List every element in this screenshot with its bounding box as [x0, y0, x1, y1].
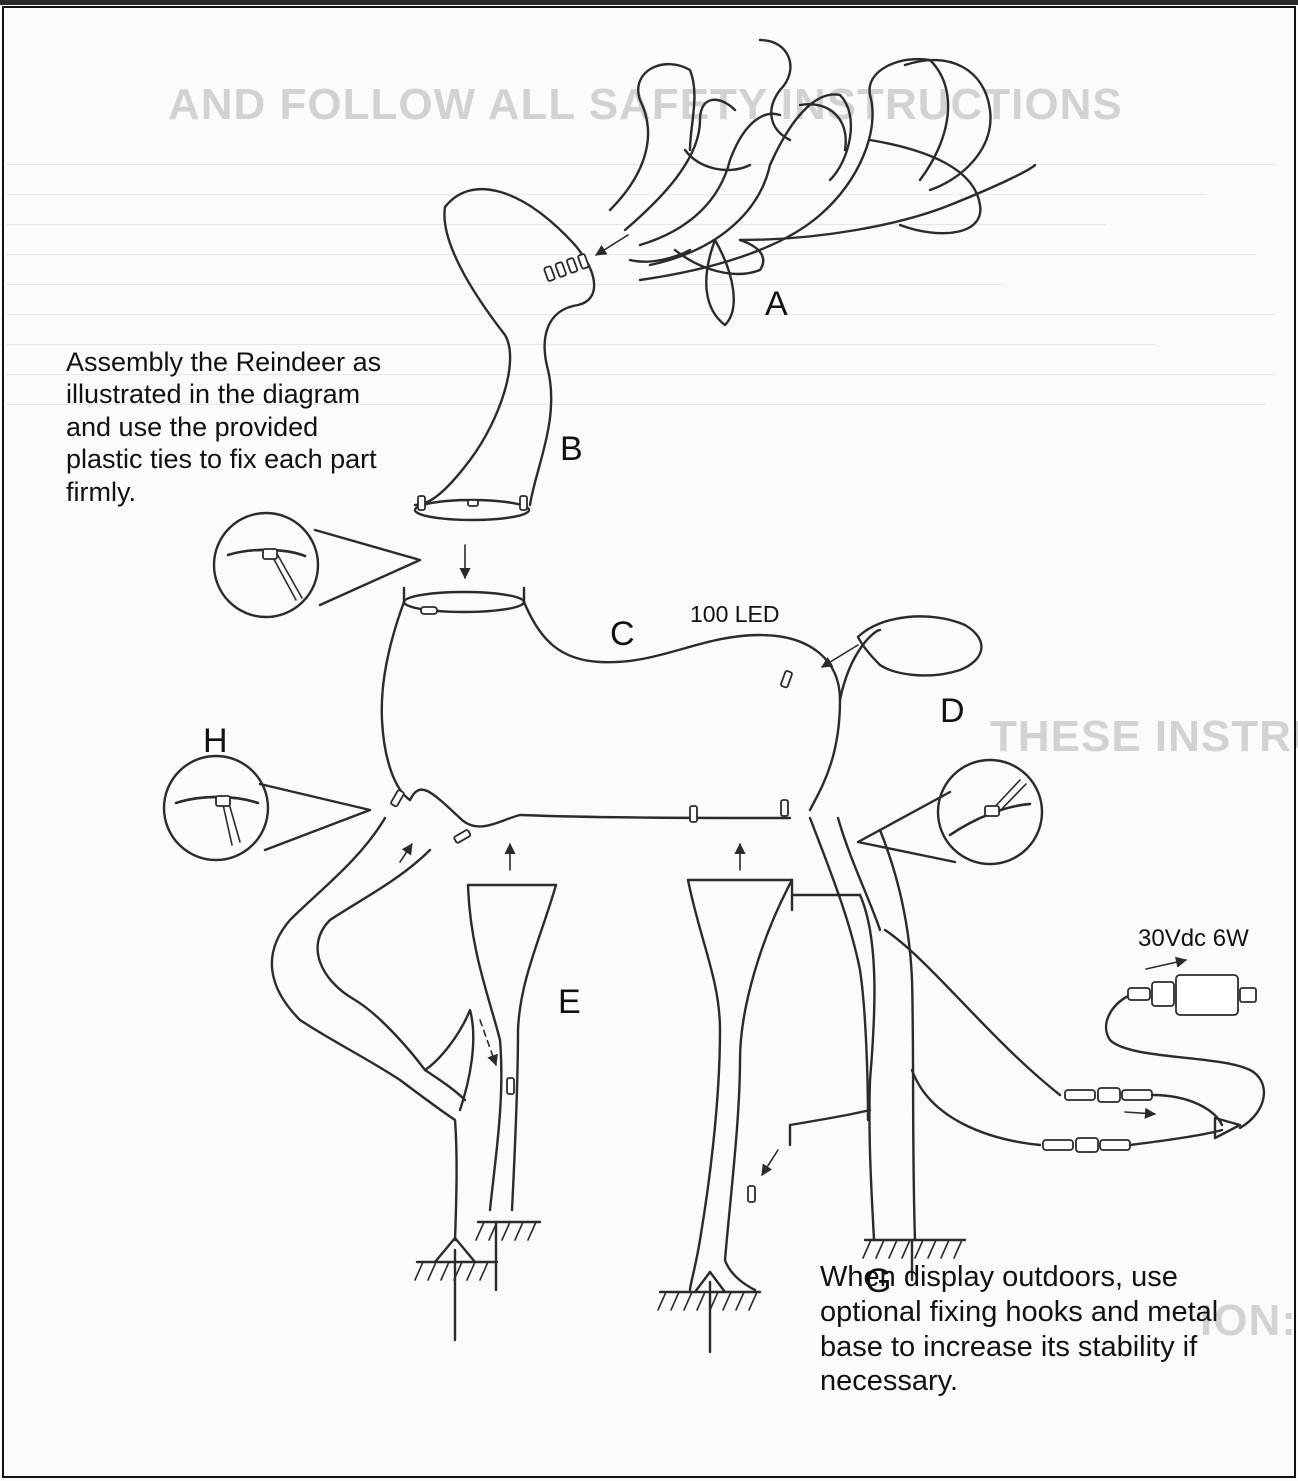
- zip-tie-callout-right: [858, 760, 1042, 864]
- assembly-note: Assembly the Reindeer as illustrated in …: [66, 346, 396, 508]
- front-legs-part-e-h: [272, 818, 556, 1240]
- label-h: H: [203, 724, 228, 758]
- label-c: C: [610, 617, 635, 651]
- zip-tie-callout-left: [164, 756, 370, 860]
- connector-arrow: [1125, 1112, 1155, 1114]
- label-a: A: [765, 287, 788, 321]
- power-spec-label: 30Vdc 6W: [1138, 925, 1249, 953]
- adapter-arrow: [1146, 960, 1186, 969]
- label-b: B: [560, 432, 583, 466]
- label-e: E: [558, 985, 581, 1019]
- tail-part-d: [858, 616, 981, 675]
- outdoor-note: When display outdoors, use optional fixi…: [820, 1260, 1240, 1399]
- label-d: D: [940, 694, 965, 728]
- back-leg-clip-arrow: [762, 1150, 778, 1175]
- led-count-label: 100 LED: [690, 601, 780, 628]
- antler-insert-arrow: [596, 235, 628, 255]
- head-neck-part-b: [415, 189, 594, 520]
- power-cable-and-adapter: [885, 930, 1264, 1152]
- leg-h-insert-arrow: [400, 844, 412, 862]
- back-legs-part-g: [688, 818, 915, 1290]
- zip-tie-callout-top: [214, 513, 420, 617]
- front-leg-clip-arrow: [480, 1020, 496, 1065]
- antlers-part-a: [610, 40, 1035, 325]
